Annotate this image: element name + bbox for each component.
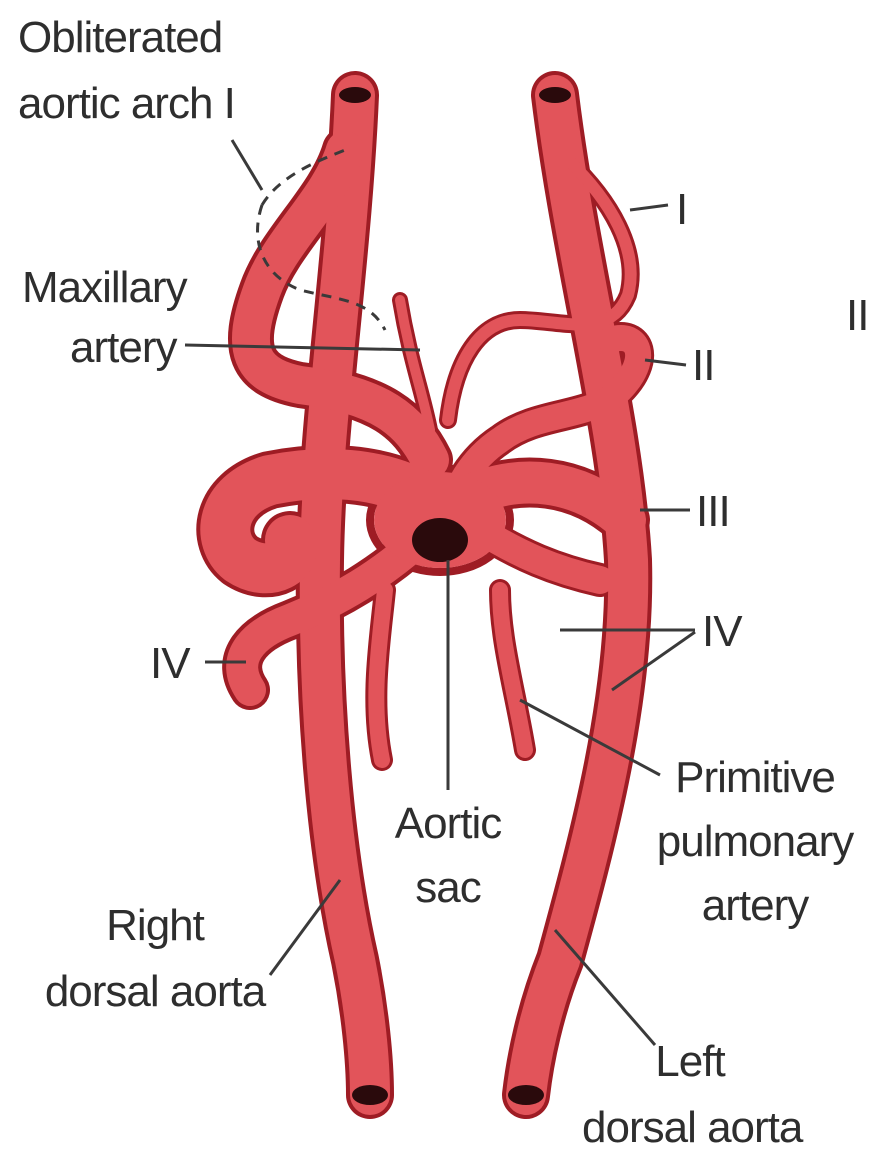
right-dorsal-aorta-top xyxy=(339,87,371,103)
right-dorsal-aorta-lumen xyxy=(352,1085,388,1105)
label-maxillary-line1: Maxillary xyxy=(22,262,187,314)
label-obliterated-line2: aortic arch I xyxy=(18,78,235,130)
label-arch-iii: III xyxy=(696,486,730,538)
left-dorsal-aorta-lumen xyxy=(508,1085,544,1105)
label-primitive-line3: artery xyxy=(640,880,870,932)
label-arch-ii-margin: II xyxy=(846,290,868,342)
aortic-sac-lumen xyxy=(412,518,468,562)
label-right-dorsal-line1: Right xyxy=(20,900,290,952)
label-arch-iv-right: IV xyxy=(702,606,742,658)
label-arch-iv-left: IV xyxy=(150,638,190,690)
arch-i-leader xyxy=(630,205,668,210)
maxillary-leader xyxy=(185,345,420,350)
left-dorsal-aorta-top xyxy=(539,87,571,103)
label-left-dorsal-line2: dorsal aorta xyxy=(582,1102,802,1154)
label-right-dorsal-line2: dorsal aorta xyxy=(20,966,290,1018)
obliterated-leader xyxy=(232,140,262,190)
label-aortic-sac-line2: sac xyxy=(388,862,508,914)
label-arch-ii: II xyxy=(692,340,714,392)
label-primitive-line1: Primitive xyxy=(640,752,870,804)
label-arch-i: I xyxy=(676,184,687,236)
label-maxillary-line2: artery xyxy=(70,322,176,374)
right-pulmonary-branch xyxy=(376,590,385,760)
label-left-dorsal-line1: Left xyxy=(630,1036,750,1088)
label-primitive-line2: pulmonary xyxy=(640,816,870,868)
label-aortic-sac-line1: Aortic xyxy=(388,798,508,850)
label-obliterated-line1: Obliterated xyxy=(18,12,222,64)
